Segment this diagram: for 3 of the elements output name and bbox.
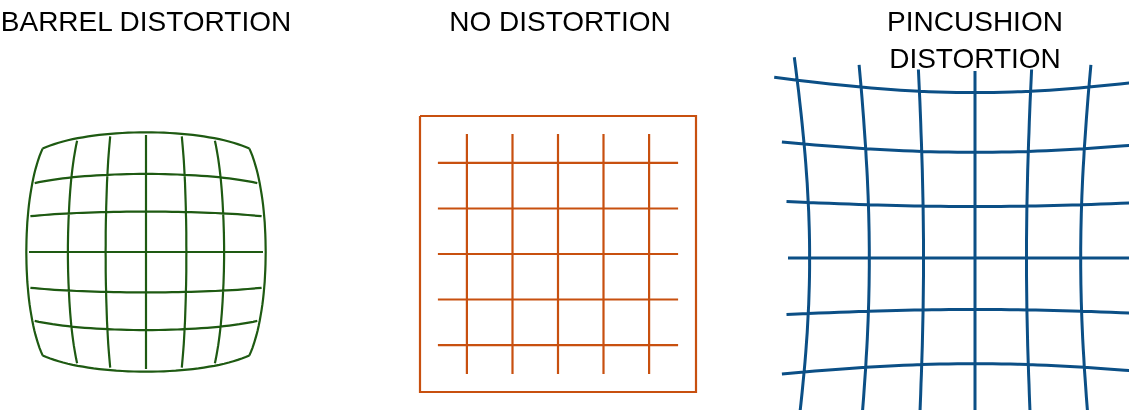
heading: BARREL DISTORTION [0,5,293,39]
heading: PINCUSHION DISTORTION [886,5,1064,76]
heading: NO DISTORTION [448,5,672,39]
